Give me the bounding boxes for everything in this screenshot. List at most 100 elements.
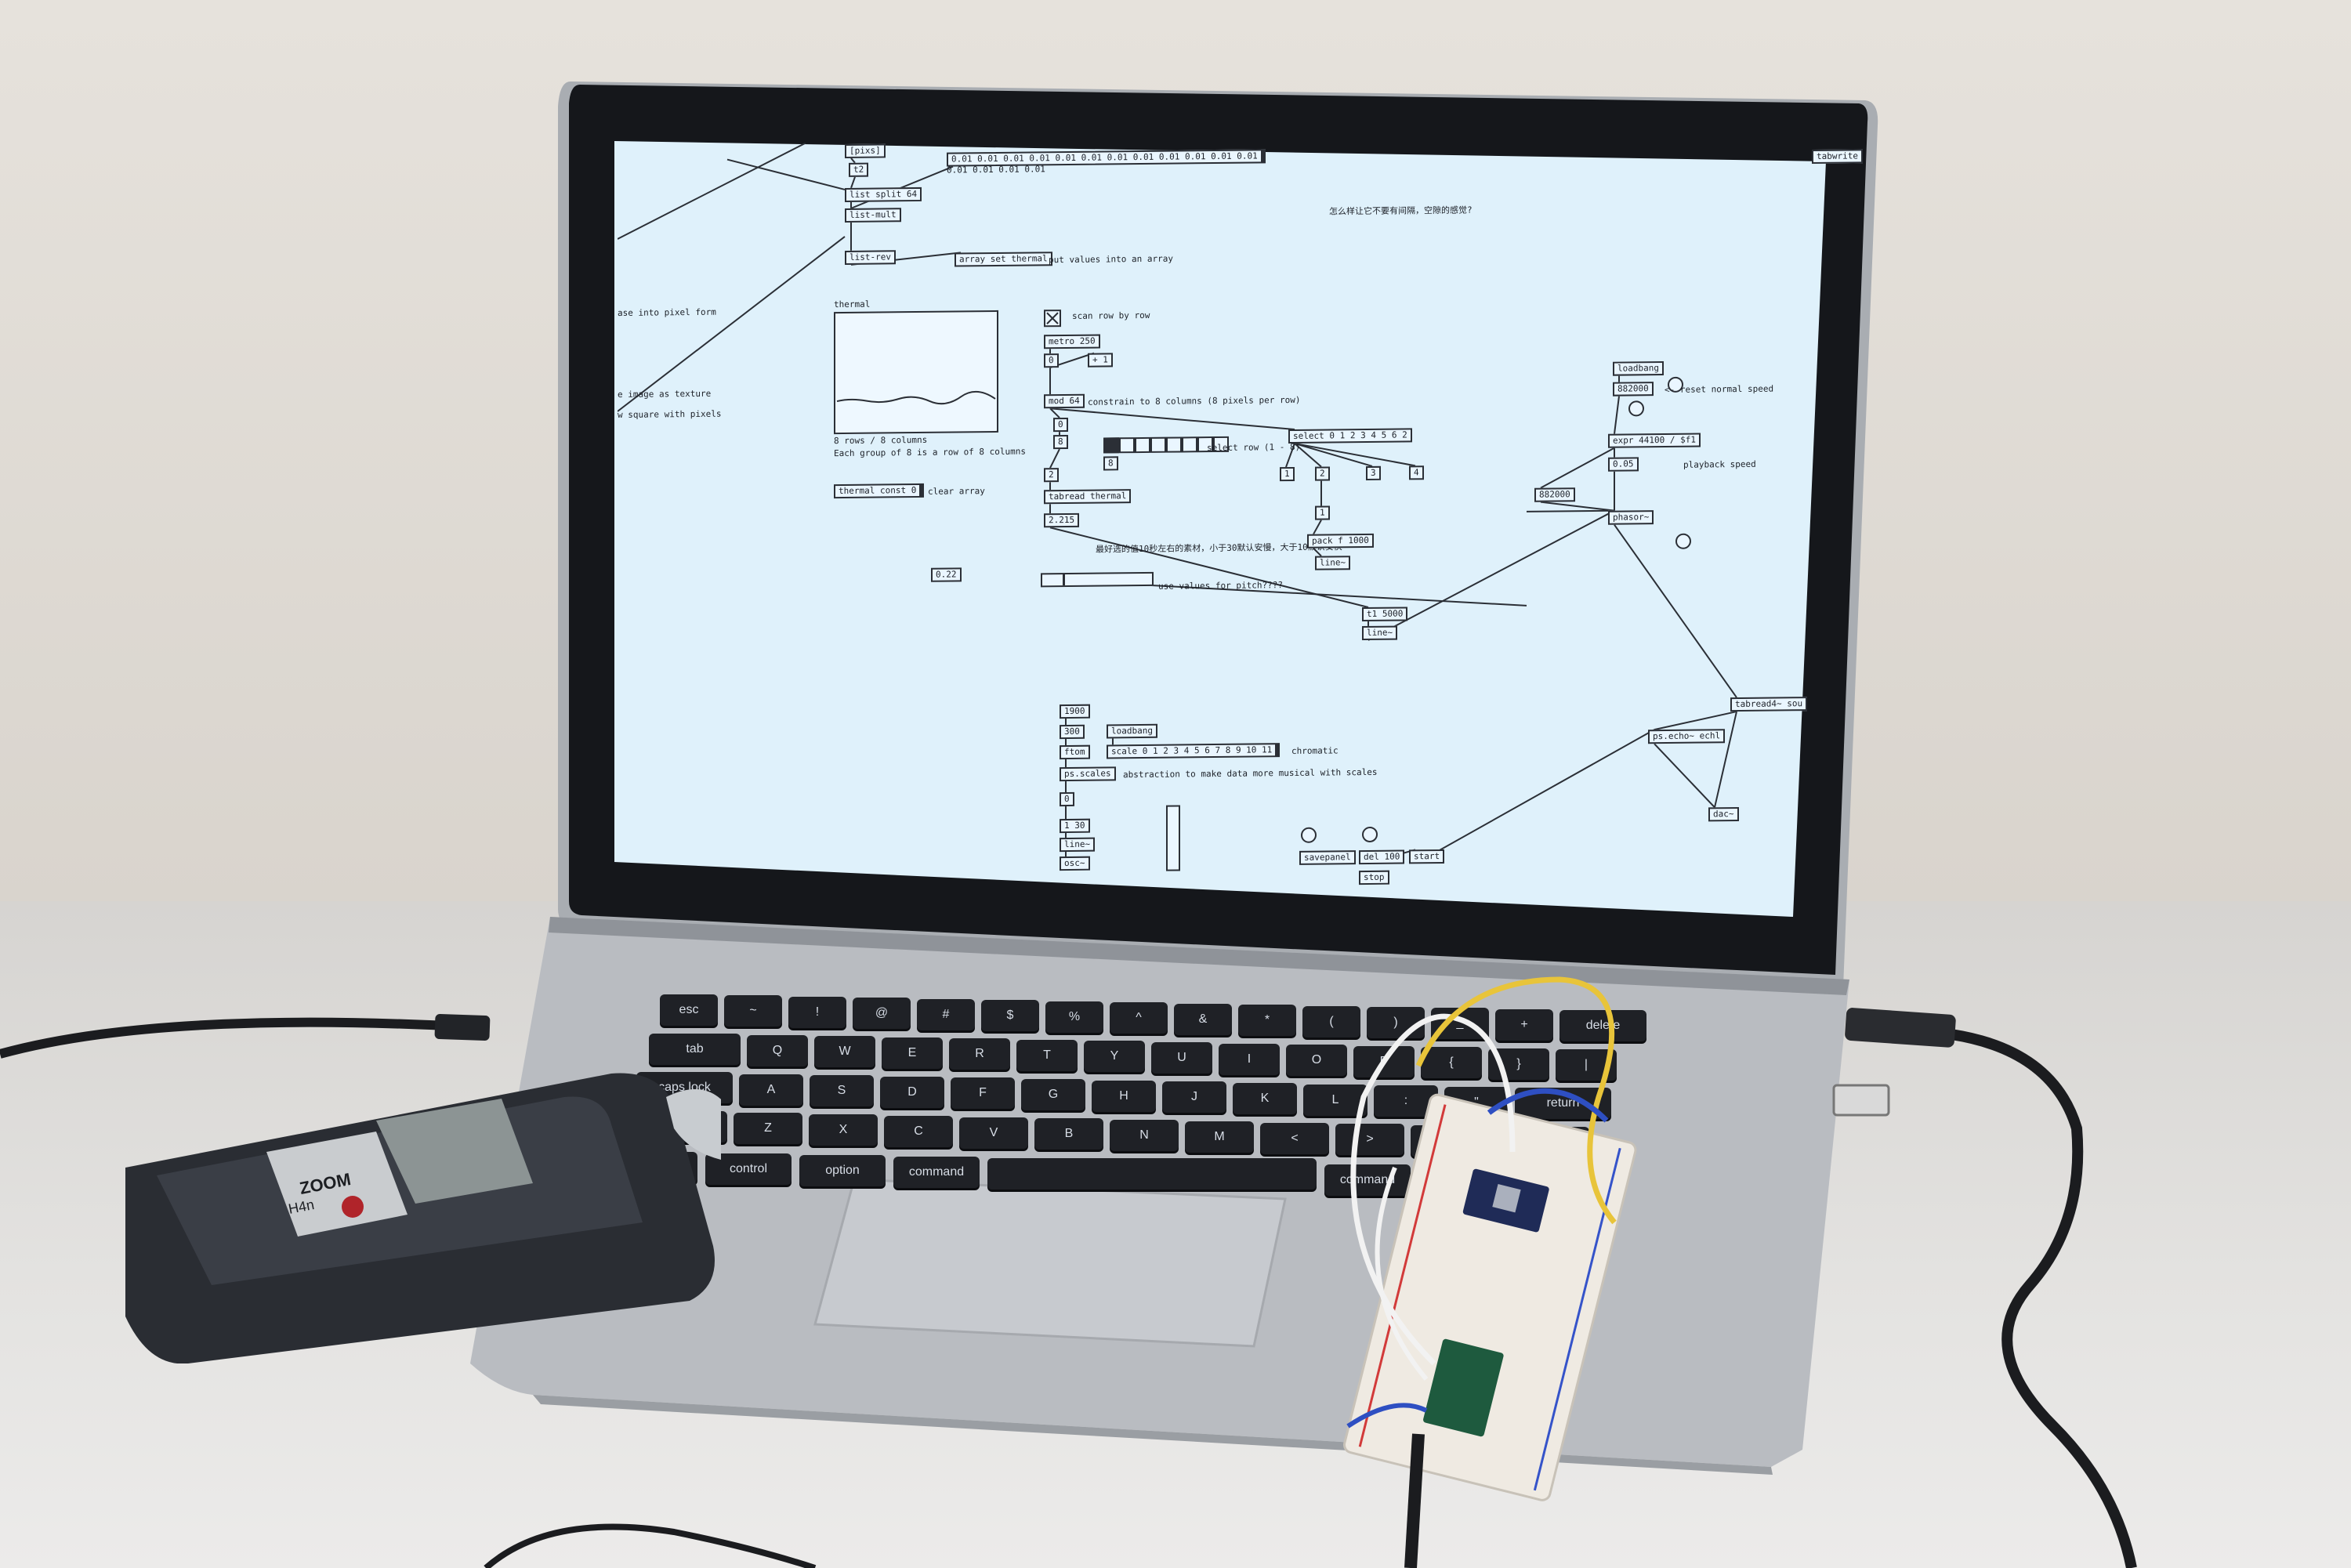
patch-cord	[1294, 442, 1373, 467]
key-label: *	[1264, 1013, 1270, 1027]
key-w[interactable]: W	[814, 1036, 875, 1068]
key-r[interactable]: R	[949, 1038, 1010, 1070]
recorder-svg	[125, 1073, 737, 1364]
key-o[interactable]: O	[1286, 1045, 1347, 1077]
key-l[interactable]: L	[1303, 1084, 1367, 1116]
patch-cord	[1285, 443, 1295, 468]
patch-cord	[618, 236, 846, 412]
key-c[interactable]: C	[884, 1115, 953, 1147]
key-label: H	[1119, 1088, 1128, 1103]
key-label: R	[975, 1047, 984, 1061]
laptop-hinge	[549, 917, 1849, 995]
key-label: <	[1291, 1131, 1299, 1145]
key-label: +	[1520, 1017, 1528, 1031]
patch-cord	[1049, 448, 1060, 469]
key-label: @	[875, 1006, 889, 1020]
key-label: }	[1516, 1056, 1521, 1070]
key-f[interactable]: F	[951, 1077, 1015, 1110]
key-label: ^	[1136, 1011, 1142, 1025]
patch-cord	[1654, 711, 1737, 731]
key-label: V	[989, 1125, 998, 1139]
key-[interactable]: ~	[724, 995, 782, 1027]
key-[interactable]: >	[1335, 1124, 1404, 1156]
key-label: O	[1311, 1053, 1322, 1067]
key-label: N	[1139, 1128, 1149, 1143]
key-[interactable]: #	[917, 998, 975, 1030]
key-[interactable]: &	[1174, 1003, 1232, 1035]
key-n[interactable]: N	[1110, 1120, 1179, 1152]
key-i[interactable]: I	[1219, 1043, 1280, 1075]
breadboard-rail-red	[1358, 1104, 1447, 1447]
patch-cord	[1540, 447, 1615, 489]
key-h[interactable]: H	[1092, 1080, 1156, 1112]
key-label: return	[1546, 1096, 1580, 1110]
key-v[interactable]: V	[959, 1117, 1028, 1149]
key-label: #	[942, 1007, 950, 1021]
key-label: control	[729, 1161, 768, 1175]
key-[interactable]: +	[1495, 1009, 1553, 1041]
key-[interactable]: !	[788, 996, 846, 1028]
key-a[interactable]: A	[739, 1074, 803, 1106]
key-z[interactable]: Z	[734, 1113, 802, 1145]
key-[interactable]: $	[981, 1000, 1039, 1032]
toggle-x-icon	[1046, 312, 1059, 324]
key-option[interactable]: option	[799, 1154, 886, 1186]
right-usb-cable	[1950, 1029, 2137, 1568]
thermal-array-graph[interactable]	[834, 310, 998, 435]
key-e[interactable]: E	[882, 1037, 943, 1069]
key-command[interactable]: command	[893, 1157, 980, 1189]
thermal-array-plot	[836, 390, 996, 405]
left-usb-cable	[0, 1017, 463, 1059]
key-s[interactable]: S	[810, 1075, 874, 1107]
patch-wires	[618, 142, 1737, 871]
patch-cord	[618, 142, 806, 240]
key-q[interactable]: Q	[747, 1034, 808, 1066]
key-label: "	[1474, 1095, 1479, 1109]
toggle-box[interactable]	[1044, 310, 1061, 328]
patch-cord	[1714, 711, 1737, 808]
key-x[interactable]: X	[809, 1114, 878, 1146]
key-label: L	[1331, 1092, 1339, 1106]
trackpad	[813, 1178, 1287, 1348]
key-label: command	[908, 1165, 965, 1179]
key-label: (	[1329, 1014, 1334, 1028]
key-esc[interactable]: esc	[660, 994, 718, 1026]
key-[interactable]: *	[1238, 1005, 1296, 1037]
key-j[interactable]: J	[1162, 1081, 1226, 1114]
key-b[interactable]: B	[1034, 1118, 1103, 1150]
key-[interactable]: @	[853, 998, 911, 1030]
recorder-top-panel	[157, 1096, 643, 1285]
key-t[interactable]: T	[1016, 1039, 1078, 1071]
patch-cord	[1294, 443, 1322, 468]
wire-white-1	[1350, 1013, 1516, 1366]
left-usb-plug	[434, 1013, 491, 1041]
thermal-array-line	[836, 390, 996, 405]
key-delete[interactable]: delete	[1559, 1010, 1646, 1042]
key-g[interactable]: G	[1021, 1079, 1085, 1111]
patch-cord	[726, 158, 846, 190]
key-label: M	[1214, 1129, 1225, 1143]
key-label: Z	[764, 1121, 772, 1135]
patch-cord	[1294, 442, 1416, 467]
key-[interactable]: (	[1302, 1005, 1360, 1037]
key-d[interactable]: D	[880, 1076, 944, 1108]
key-m[interactable]: M	[1185, 1121, 1254, 1153]
key-[interactable]: %	[1045, 1001, 1103, 1033]
key-label: Y	[1110, 1049, 1119, 1063]
key-k[interactable]: K	[1233, 1082, 1297, 1114]
key-label: !	[815, 1005, 820, 1019]
key-y[interactable]: Y	[1084, 1041, 1145, 1073]
key-label: G	[1048, 1088, 1059, 1102]
patch-cord	[850, 158, 856, 164]
key-[interactable]: ^	[1110, 1002, 1168, 1034]
key-tab[interactable]: tab	[649, 1033, 741, 1065]
key-[interactable]: )	[1367, 1006, 1425, 1038]
wire-yellow	[1415, 976, 1617, 1225]
key-u[interactable]: U	[1151, 1042, 1212, 1074]
patch-cord	[1540, 501, 1615, 512]
key-label: D	[907, 1085, 917, 1099]
key-space[interactable]	[987, 1158, 1317, 1190]
key-[interactable]: <	[1260, 1122, 1329, 1154]
key-[interactable]: {	[1421, 1047, 1482, 1079]
key-label: Q	[772, 1043, 783, 1057]
